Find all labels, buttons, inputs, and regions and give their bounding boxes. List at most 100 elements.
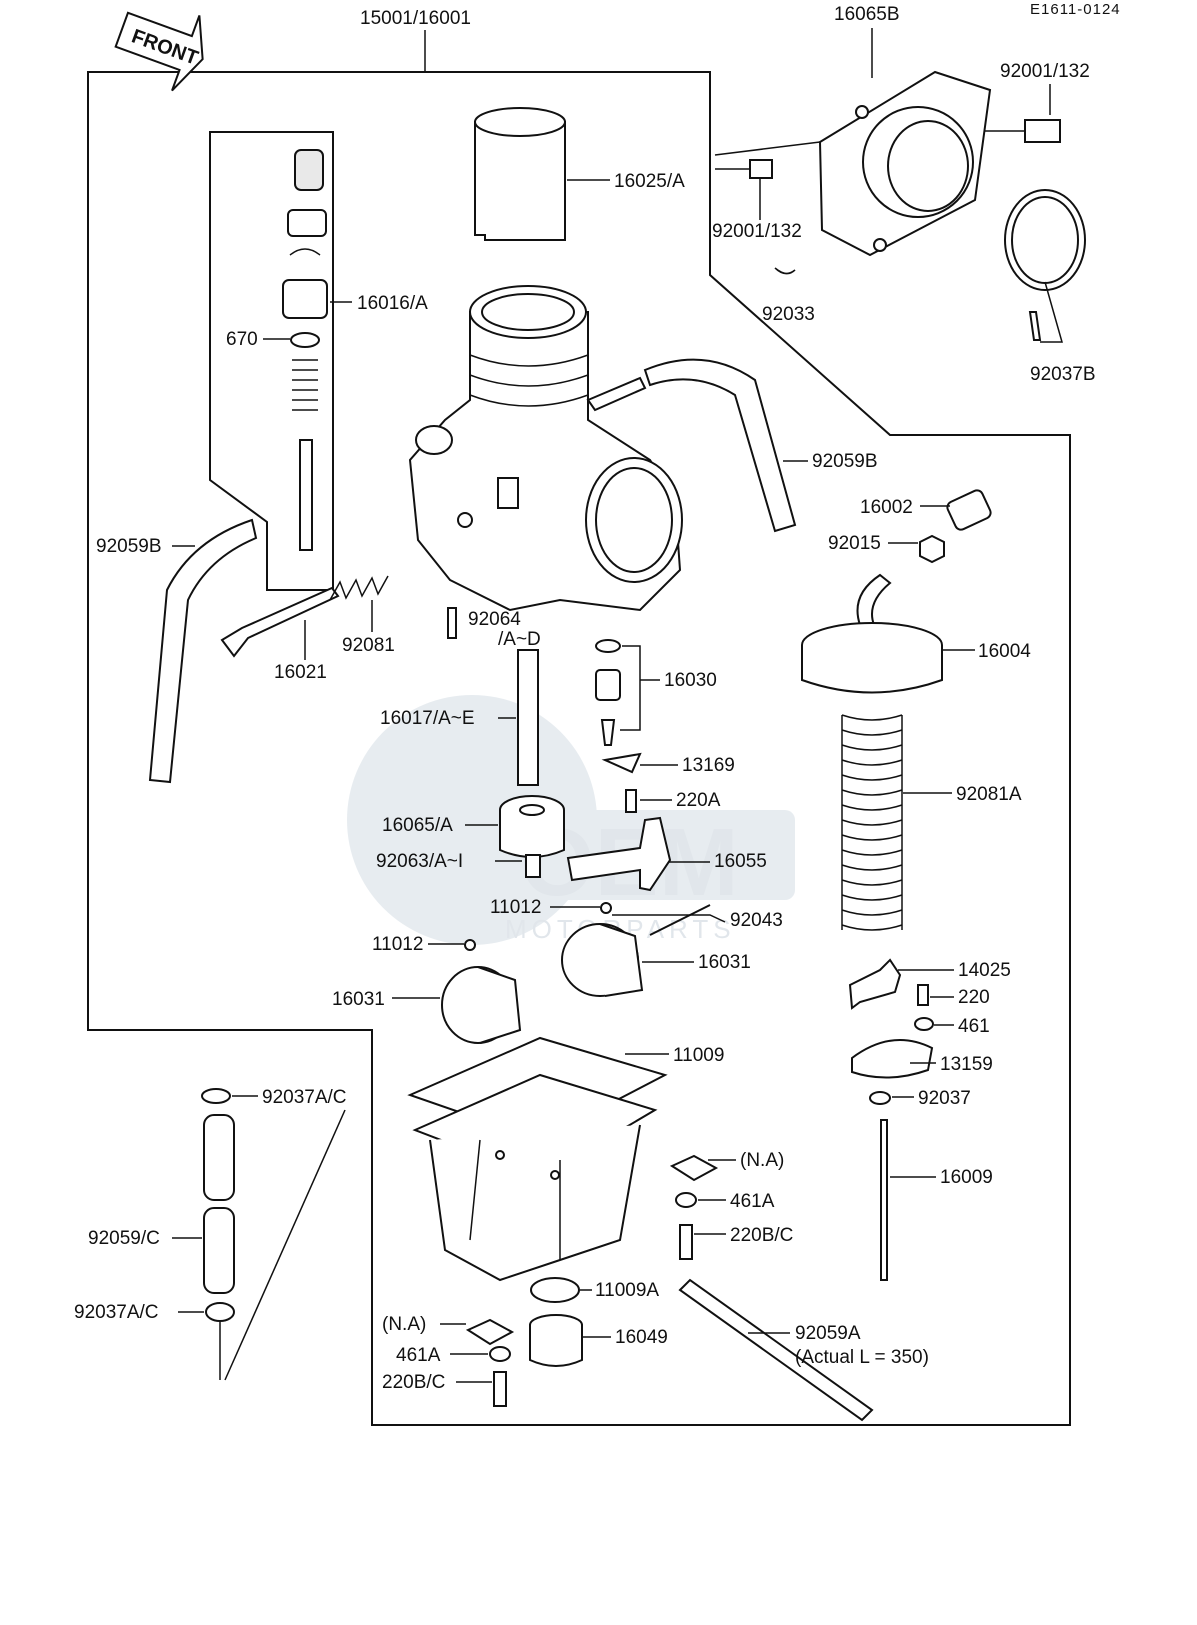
label-220BC-right: 220B/C: [730, 1225, 793, 1246]
clip-part: [601, 752, 642, 774]
float-bowl-part: [407, 1036, 668, 1282]
vent-hose-right: [643, 358, 797, 533]
label-11009A: 11009A: [595, 1280, 659, 1301]
label-92033: 92033: [762, 304, 815, 325]
label-11009: 11009: [673, 1045, 724, 1066]
label-220: 220: [958, 987, 990, 1008]
label-92015: 92015: [828, 533, 881, 554]
starter-plunger-part: [946, 489, 992, 531]
holder-13159-part: [851, 1039, 934, 1079]
label-92037B: 92037B: [1030, 364, 1096, 385]
throttle-slide-part: [474, 107, 566, 241]
diagram-code: E1611-0124: [1030, 1, 1121, 18]
label-16025: 16025/A: [614, 171, 685, 192]
screw-220A-part: [625, 789, 637, 813]
drain-plug-16049-part: [529, 1314, 583, 1367]
clip-92037AC-top-part: [201, 1088, 231, 1104]
label-16017: 16017/A~E: [380, 708, 475, 729]
bracket-na-right-part: [669, 1154, 719, 1182]
label-16031-right: 16031: [698, 952, 751, 973]
gasket-11009A-part: [530, 1277, 580, 1303]
pilot-screw-part: [447, 607, 457, 639]
ball-11012-b: [464, 939, 476, 951]
bracket-na-left-part: [465, 1318, 515, 1346]
ball-11012-a: [600, 902, 612, 914]
label-11012-b: 11012: [372, 934, 423, 955]
label-actual-length: (Actual L = 350): [795, 1347, 929, 1368]
screw-220BC-left-part: [493, 1371, 507, 1407]
label-92059C: 92059/C: [88, 1228, 160, 1249]
label-16002: 16002: [860, 497, 913, 518]
hose-92059C-bottom-part: [203, 1207, 235, 1294]
label-16055: 16055: [714, 851, 767, 872]
label-16030: 16030: [664, 670, 717, 691]
float-left-part: [441, 966, 522, 1044]
label-92064: 92064: [468, 609, 521, 630]
clip-92037AC-bottom-part: [205, 1302, 235, 1322]
label-16049: 16049: [615, 1327, 668, 1348]
label-92081: 92081: [342, 635, 395, 656]
label-220BC-left: 220B/C: [382, 1372, 445, 1393]
label-na-right: (N.A): [740, 1150, 784, 1171]
label-92037: 92037: [918, 1088, 971, 1109]
label-16021: 16021: [274, 662, 327, 683]
pin-92043-part: [649, 904, 711, 936]
label-461: 461: [958, 1016, 990, 1037]
idle-screw-part: [220, 586, 340, 658]
label-13169: 13169: [682, 755, 735, 776]
washer-461A-right-part: [675, 1192, 697, 1208]
carburetor-body-part: [408, 285, 683, 612]
washer-461-part: [914, 1017, 934, 1031]
label-92043: 92043: [730, 910, 783, 931]
label-16065A: 16065/A: [382, 815, 453, 836]
hose-clamp-part: [1004, 189, 1086, 341]
label-11012-a: 11012: [490, 897, 541, 918]
label-670: 670: [226, 329, 258, 350]
label-16016: 16016/A: [357, 293, 428, 314]
label-14025: 14025: [958, 960, 1011, 981]
label-92001-b: 92001/132: [712, 221, 802, 242]
label-16031-left: 16031: [332, 989, 385, 1010]
screw-220-part: [917, 984, 929, 1006]
label-92037AC-bottom: 92037A/C: [74, 1302, 159, 1323]
label-92063: 92063/A~I: [376, 851, 463, 872]
starter-cap-part: [801, 573, 943, 694]
needle-jet-part: [517, 649, 539, 786]
bracket-14025-part: [848, 958, 902, 1010]
assembly-boundary: [87, 71, 1071, 1426]
needle-16009-part: [880, 1119, 888, 1281]
label-461A-right: 461A: [730, 1191, 775, 1212]
hose-92059C-top-part: [203, 1114, 235, 1201]
vent-hose-left: [148, 518, 258, 784]
bolt-part: [985, 119, 1061, 143]
front-arrow-icon: FRONT: [114, 11, 204, 92]
nut-part: [919, 534, 945, 564]
needle-parts: [282, 149, 328, 551]
main-jet-part: [525, 854, 541, 878]
float-arm-part: [566, 816, 672, 892]
small-bolt-part: [715, 159, 773, 179]
idle-spring-part: [329, 575, 389, 601]
label-na-left: (N.A): [382, 1314, 426, 1335]
spring-part: [841, 714, 903, 931]
float-right-part: [561, 923, 644, 997]
label-16004: 16004: [978, 641, 1031, 662]
screw-220BC-right-part: [679, 1224, 693, 1260]
label-16017-ad: /A~D: [498, 629, 541, 650]
label-220A: 220A: [676, 790, 721, 811]
label-92081A: 92081A: [956, 784, 1022, 805]
label-92059B-right: 92059B: [812, 451, 878, 472]
label-461A-left: 461A: [396, 1345, 441, 1366]
intake-joint-part: [818, 70, 992, 257]
clip-92037-part: [869, 1091, 891, 1105]
label-92059A: 92059A: [795, 1323, 861, 1344]
label-92037AC-top: 92037A/C: [262, 1087, 347, 1108]
drain-hose-92059A-part: [678, 1278, 874, 1422]
label-92001-a: 92001/132: [1000, 61, 1090, 82]
ref-code: 15001/16001: [360, 8, 471, 29]
float-valve-part: [595, 639, 621, 746]
label-16009: 16009: [940, 1167, 993, 1188]
label-16065B: 16065B: [834, 4, 900, 25]
